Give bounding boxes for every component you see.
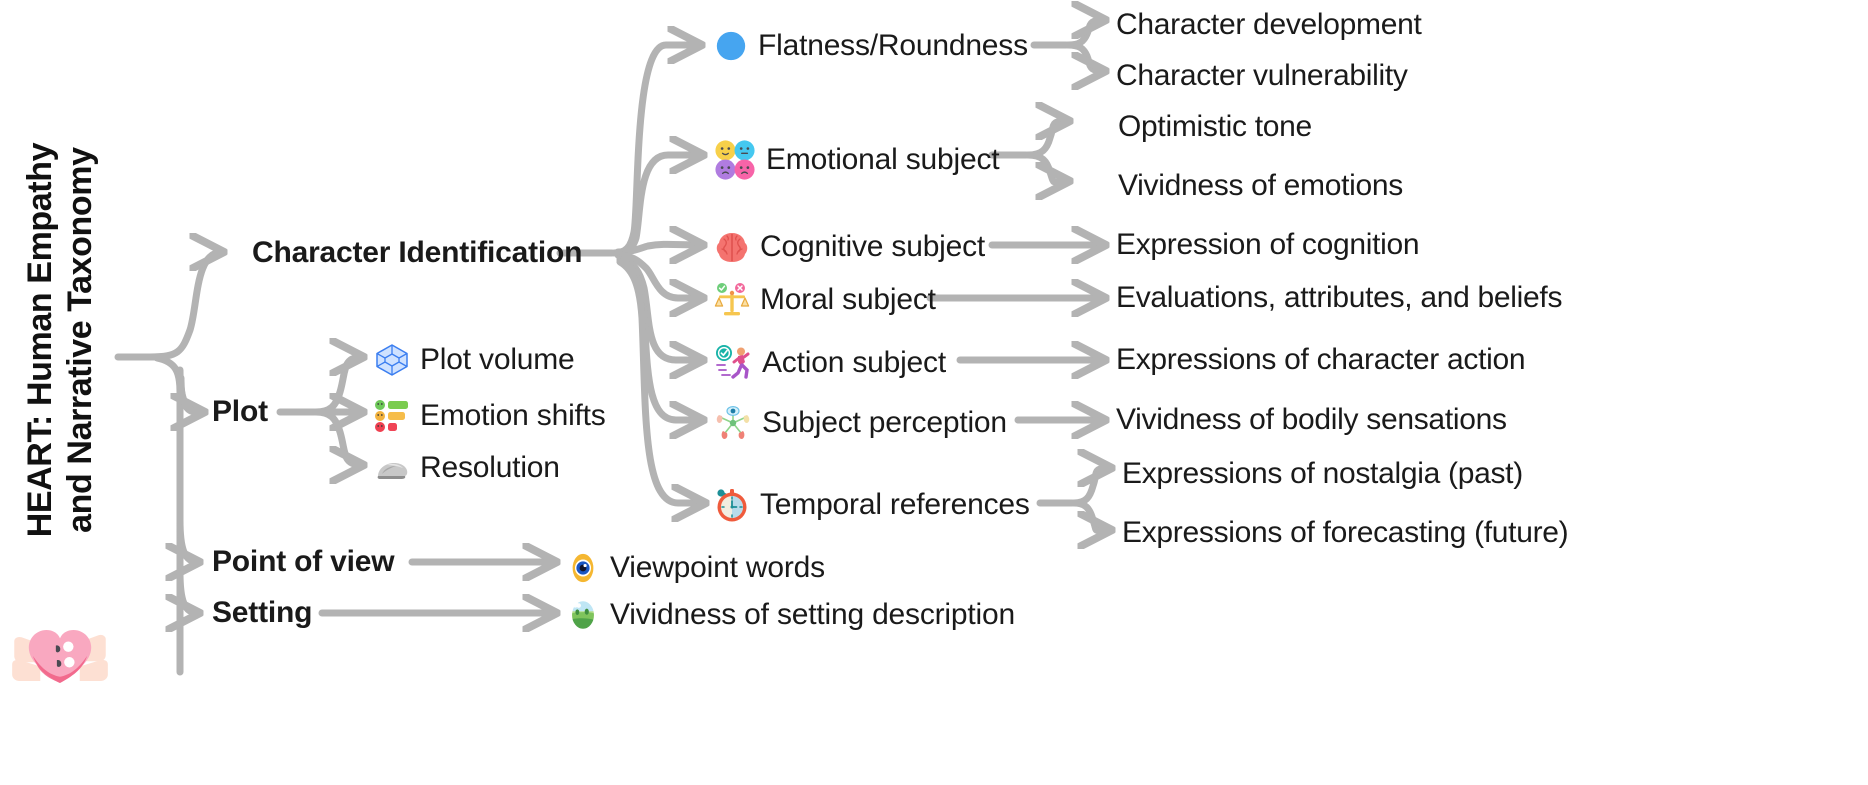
- node-flatness-roundness-label: Flatness/Roundness: [758, 29, 1028, 62]
- node-action-subject-label: Action subject: [762, 346, 946, 379]
- edge-ci-flatness: [610, 45, 700, 257]
- emotion-bar-list-icon: [374, 398, 410, 434]
- leaf-expressions-of-forecasting-label: Expressions of forecasting (future): [1122, 516, 1569, 549]
- node-flatness-roundness[interactable]: Flatness/Roundness: [714, 29, 1028, 63]
- leaf-optimistic-tone-label: Optimistic tone: [1118, 110, 1312, 143]
- root-title-line2: and Narrative Taxonomy: [61, 147, 99, 533]
- node-emotion-shifts[interactable]: Emotion shifts: [374, 398, 606, 434]
- node-point-of-view-label: Point of view: [212, 545, 395, 578]
- leaf-character-vulnerability-label: Character vulnerability: [1116, 59, 1408, 92]
- edge-root-to-pov: [180, 516, 198, 562]
- leaf-expression-of-cognition-label: Expression of cognition: [1116, 228, 1420, 261]
- leaf-vividness-of-emotions-label: Vividness of emotions: [1118, 169, 1403, 202]
- wireframe-cube-icon: [374, 342, 410, 378]
- edge-plot-volume: [312, 357, 362, 416]
- edge-root-to-character: [146, 252, 222, 361]
- leaf-expression-of-cognition[interactable]: Expression of cognition: [1116, 228, 1420, 261]
- node-plot[interactable]: Plot: [212, 397, 268, 427]
- edge-ci-cognitive: [614, 244, 702, 252]
- node-character-identification-label: Character Identification: [252, 236, 583, 269]
- five-senses-icon: [714, 404, 752, 442]
- node-vividness-of-setting-label: Vividness of setting description: [610, 598, 1015, 631]
- leaf-character-development[interactable]: Character development: [1116, 10, 1422, 40]
- leaf-character-vulnerability[interactable]: Character vulnerability: [1116, 61, 1408, 91]
- node-temporal-references-label: Temporal references: [760, 488, 1030, 521]
- edge-es-optimistic: [1024, 121, 1068, 159]
- root-node: HEART: Human Empathy and Narrative Taxon…: [6, 88, 114, 708]
- edge-fr-development: [1064, 20, 1104, 49]
- edge-ci-temporal: [616, 258, 704, 503]
- leaf-optimistic-tone[interactable]: Optimistic tone: [1118, 112, 1312, 142]
- emotion-faces-cluster-icon: [714, 139, 756, 181]
- edge-root-to-setting: [180, 568, 198, 613]
- node-cognitive-subject-label: Cognitive subject: [760, 230, 986, 263]
- running-person-check-icon: [714, 344, 752, 382]
- node-resolution-label: Resolution: [420, 451, 560, 484]
- balance-scale-icon: [714, 282, 750, 318]
- leaf-expressions-of-nostalgia[interactable]: Expressions of nostalgia (past): [1122, 459, 1523, 489]
- node-viewpoint-words-label: Viewpoint words: [610, 551, 825, 584]
- leaf-expressions-of-character-action-label: Expressions of character action: [1116, 343, 1526, 376]
- node-viewpoint-words[interactable]: Viewpoint words: [566, 551, 825, 585]
- edge-fr-vulnerability: [1064, 41, 1104, 71]
- edge-root-to-plot: [181, 374, 203, 412]
- edge-root-to-plot-curve: [176, 366, 202, 416]
- alarm-clock-icon: [714, 487, 750, 523]
- brain-icon: [714, 229, 750, 265]
- leaf-vividness-of-emotions[interactable]: Vividness of emotions: [1118, 171, 1403, 201]
- leaf-character-development-label: Character development: [1116, 8, 1422, 41]
- leaf-expressions-of-nostalgia-label: Expressions of nostalgia (past): [1122, 457, 1523, 490]
- eye-icon: [566, 551, 600, 585]
- leaf-vividness-of-bodily-sensations-label: Vividness of bodily sensations: [1116, 403, 1507, 436]
- leaf-evaluations-attributes-beliefs[interactable]: Evaluations, attributes, and beliefs: [1116, 283, 1562, 313]
- node-plot-label: Plot: [212, 395, 268, 428]
- node-temporal-references[interactable]: Temporal references: [714, 487, 1030, 523]
- leaf-expressions-of-forecasting[interactable]: Expressions of forecasting (future): [1122, 516, 1569, 549]
- leaf-vividness-of-bodily-sensations[interactable]: Vividness of bodily sensations: [1116, 405, 1507, 435]
- leaf-evaluations-attributes-beliefs-label: Evaluations, attributes, and beliefs: [1116, 281, 1563, 314]
- leaf-expressions-of-character-action[interactable]: Expressions of character action: [1116, 343, 1526, 376]
- node-action-subject[interactable]: Action subject: [714, 344, 946, 382]
- edge-ci-action: [616, 254, 702, 360]
- root-spine: [153, 354, 184, 676]
- node-emotional-subject[interactable]: Emotional subject: [714, 139, 1000, 181]
- node-moral-subject[interactable]: Moral subject: [714, 282, 936, 318]
- edge-ci-moral: [614, 251, 702, 298]
- node-character-identification[interactable]: Character Identification: [252, 238, 582, 268]
- edge-ci-emotional: [612, 155, 702, 257]
- node-vividness-of-setting[interactable]: Vividness of setting description: [566, 598, 1015, 632]
- blue-circle-icon: [714, 29, 748, 63]
- edge-ci-perception: [616, 256, 702, 420]
- node-moral-subject-label: Moral subject: [760, 283, 936, 316]
- edge-tr-forecasting: [1070, 499, 1110, 531]
- node-point-of-view[interactable]: Point of view: [212, 545, 395, 578]
- edge-plot-resolution: [312, 408, 362, 465]
- root-title: HEART: Human Empathy and Narrative Taxon…: [20, 80, 100, 600]
- rock-icon: [374, 450, 410, 486]
- node-subject-perception-label: Subject perception: [762, 406, 1007, 439]
- node-subject-perception[interactable]: Subject perception: [714, 404, 1007, 442]
- node-emotional-subject-label: Emotional subject: [766, 143, 1000, 176]
- landscape-icon: [566, 598, 600, 632]
- node-setting[interactable]: Setting: [212, 598, 312, 628]
- node-setting-label: Setting: [212, 596, 313, 629]
- edge-es-vividness: [1024, 151, 1068, 182]
- node-cognitive-subject[interactable]: Cognitive subject: [714, 229, 985, 265]
- node-resolution[interactable]: Resolution: [374, 450, 560, 486]
- node-plot-volume[interactable]: Plot volume: [374, 342, 575, 378]
- node-emotion-shifts-label: Emotion shifts: [420, 399, 606, 432]
- node-plot-volume-label: Plot volume: [420, 343, 575, 376]
- heart-in-hands-icon: [8, 604, 112, 708]
- root-title-line1: HEART: Human Empathy: [20, 142, 59, 538]
- edge-tr-nostalgia: [1070, 468, 1110, 507]
